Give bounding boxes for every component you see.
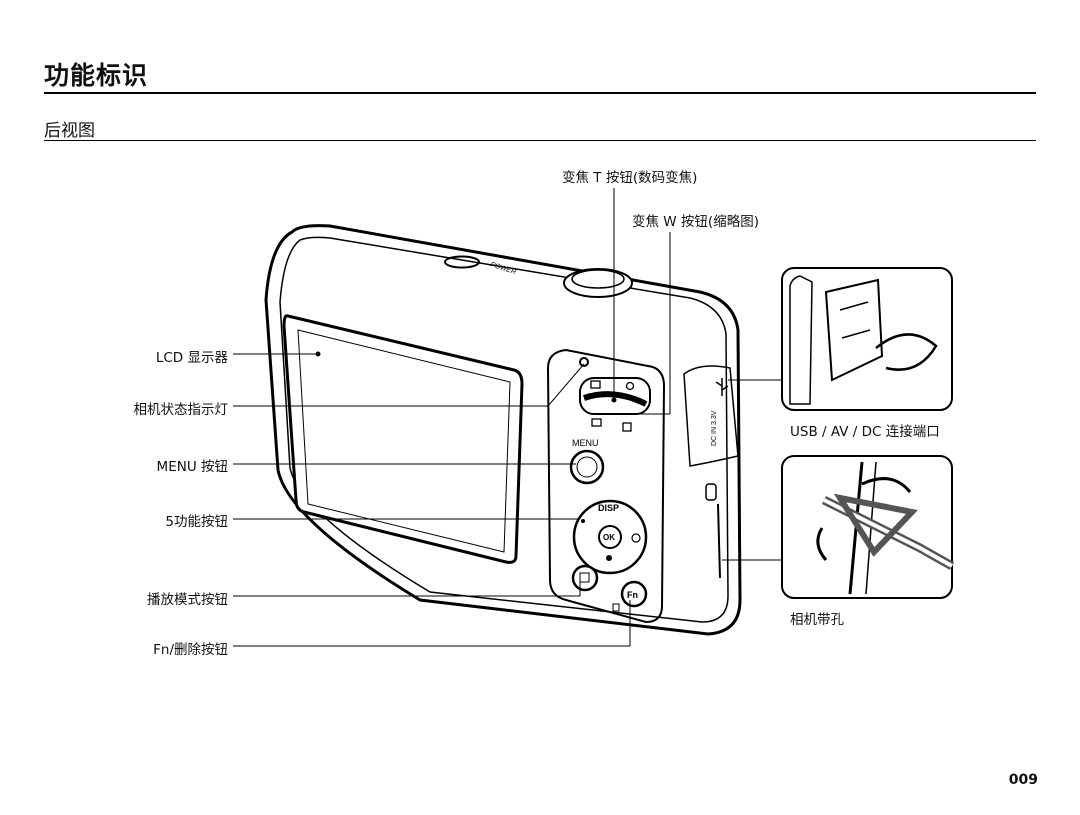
loop-arrow-icon bbox=[816, 527, 828, 561]
menu-button[interactable] bbox=[569, 449, 605, 485]
rotate-arrow-icon bbox=[875, 333, 938, 371]
flash-icon bbox=[581, 519, 585, 523]
self-timer-icon bbox=[631, 533, 641, 543]
usb-port-detail-inset bbox=[781, 267, 953, 411]
zoom-t-callout-dot bbox=[611, 397, 617, 403]
callout-menu-button: MENU 按钮 bbox=[156, 459, 228, 475]
playback-icon bbox=[579, 572, 590, 583]
playback-button[interactable] bbox=[571, 564, 599, 592]
macro-icon bbox=[606, 555, 612, 561]
loop-arrow-icon bbox=[861, 477, 912, 493]
status-lamp bbox=[579, 357, 589, 367]
ok-label: OK bbox=[603, 533, 615, 542]
lcd-callout-dot bbox=[315, 351, 321, 357]
dc-in-label: DC IN 3.3V bbox=[711, 410, 718, 446]
menu-label: MENU bbox=[572, 438, 599, 448]
title-divider bbox=[44, 92, 1036, 94]
section-title: 后视图 bbox=[44, 121, 95, 141]
section-divider bbox=[44, 140, 1036, 141]
five-function-pad[interactable] bbox=[572, 499, 648, 575]
tele-icon bbox=[590, 380, 601, 389]
callout-playback: 播放模式按钮 bbox=[147, 592, 228, 608]
disp-label: DISP bbox=[598, 503, 619, 513]
callout-strap-eyelet: 相机带孔 bbox=[790, 612, 844, 628]
callout-fn-delete: Fn/删除按钮 bbox=[153, 642, 228, 658]
wide-grid-icon bbox=[622, 422, 632, 432]
usb-icon bbox=[715, 378, 729, 396]
callout-lcd: LCD 显示器 bbox=[155, 350, 228, 366]
fn-label: Fn bbox=[627, 590, 638, 600]
callout-leader-lines bbox=[233, 188, 782, 647]
callout-zoom-w: 变焦 W 按钮(缩略图) bbox=[632, 214, 759, 230]
callout-status-lamp: 相机状态指示灯 bbox=[133, 402, 229, 418]
thumbnail-icon bbox=[591, 418, 602, 427]
lcd-screen bbox=[282, 314, 524, 564]
page-title: 功能标识 bbox=[44, 61, 149, 90]
trash-icon bbox=[612, 603, 620, 612]
page-number: 009 bbox=[1008, 772, 1038, 788]
fn-button[interactable] bbox=[620, 580, 648, 608]
strap-eyelet-detail-inset bbox=[781, 455, 955, 599]
magnifier-icon bbox=[625, 381, 635, 391]
callout-zoom-t: 变焦 T 按钮(数码变焦) bbox=[562, 170, 698, 186]
callout-usb-port: USB / AV / DC 连接端口 bbox=[790, 424, 940, 440]
callout-five-function: 5功能按钮 bbox=[165, 514, 228, 530]
